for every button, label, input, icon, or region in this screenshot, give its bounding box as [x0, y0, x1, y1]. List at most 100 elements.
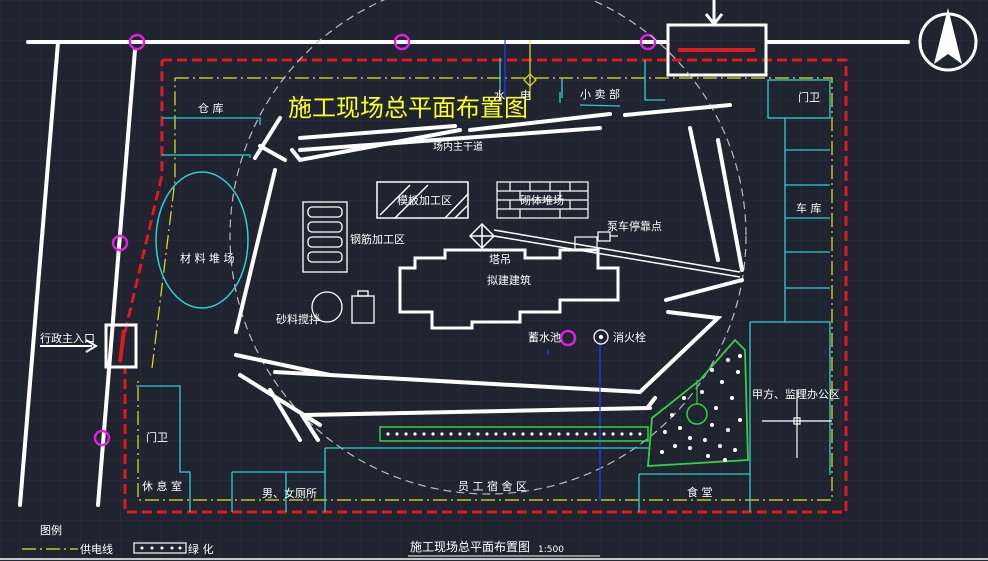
proposed-building	[398, 248, 620, 330]
road-markers	[93, 33, 657, 447]
greening-dot	[718, 444, 722, 448]
greening-dot	[710, 423, 714, 427]
cad-crosshair	[762, 390, 832, 458]
label-hydrant: 消火栓	[613, 330, 646, 344]
greening-dot	[733, 448, 737, 452]
greening-strip	[379, 426, 649, 442]
label-gate-top: 门卫	[798, 90, 820, 104]
north-compass	[918, 8, 978, 72]
cyan-structures	[136, 58, 831, 512]
inner-road-loop	[234, 103, 744, 442]
label-crane: 塔吊	[489, 253, 511, 266]
power-supply-line	[137, 77, 833, 501]
greening-dot	[726, 428, 730, 432]
material-yard-outline	[155, 171, 249, 309]
label-gate-bottom: 门卫	[146, 430, 168, 444]
label-power: 电	[520, 89, 531, 102]
label-main-road: 场内主干道	[433, 140, 483, 153]
label-toilet: 男、女厕所	[262, 486, 317, 500]
label-material-yard: 材 料 堆 场	[180, 251, 235, 265]
label-warehouse: 仓 库	[198, 101, 224, 115]
greening-dot	[395, 432, 399, 436]
legend-power-line: 供电线	[80, 542, 113, 556]
greening-dot	[422, 432, 426, 436]
legend: 图例 供电线 绿 化	[22, 523, 214, 556]
greening-dot	[706, 454, 710, 458]
label-masonry: 砌体堆场	[520, 193, 564, 207]
greening-dot	[700, 390, 704, 394]
greening-dot	[726, 358, 730, 362]
greening-dot	[673, 444, 677, 448]
greening-dot	[494, 432, 498, 436]
label-garage: 车 库	[796, 201, 822, 215]
greening-dot	[584, 432, 588, 436]
crane-radius-circle	[229, 0, 747, 495]
greening-dot	[413, 432, 417, 436]
greening-dot	[458, 432, 462, 436]
label-rest-room: 休 息 室	[142, 479, 182, 493]
mortar-mixer	[311, 290, 375, 324]
label-formwork: 模板加工区	[397, 193, 452, 207]
rebar-bins	[302, 201, 348, 273]
greening-dot	[404, 432, 408, 436]
label-office: 甲方、监理办公区	[752, 387, 840, 401]
greening-dot	[431, 432, 435, 436]
label-water: 水	[494, 89, 505, 102]
greening-dot	[476, 432, 480, 436]
greening-dot	[503, 432, 507, 436]
greening-dot	[386, 432, 390, 436]
greening-dot	[602, 432, 606, 436]
greening-dot	[467, 432, 471, 436]
bottom-caption: 施工现场总平面布置图	[410, 540, 530, 554]
label-pump-truck: 泵车停靠点	[607, 219, 662, 233]
greening-dot	[440, 432, 444, 436]
greening-dot	[593, 432, 597, 436]
greening-dot	[629, 432, 633, 436]
top-gate	[666, 0, 768, 77]
label-canteen: 食 堂	[687, 485, 713, 499]
greening-dot	[521, 432, 525, 436]
masonry-area	[496, 181, 589, 219]
greening-dot	[738, 354, 742, 358]
greening-dot	[539, 432, 543, 436]
outer-roads	[18, 40, 910, 507]
greening-dot	[682, 396, 686, 400]
greening-dot	[566, 432, 570, 436]
power-junction	[523, 40, 537, 100]
bottom-scale: 1:500	[538, 545, 564, 555]
label-admin-entrance: 行政主入口	[40, 331, 95, 345]
legend-title: 图例	[40, 523, 62, 537]
greening-dot	[730, 396, 734, 400]
greening-dot	[557, 432, 561, 436]
label-proposed-building: 拟建建筑	[487, 273, 531, 287]
greening-dot	[710, 368, 714, 372]
greening-dot	[638, 432, 642, 436]
water-supply-line	[504, 40, 601, 500]
greening-dot	[723, 458, 727, 462]
greening-dot	[530, 432, 534, 436]
drawing-title: 施工现场总平面布置图	[288, 94, 528, 122]
greening-dot	[703, 438, 707, 442]
greening-dot	[738, 418, 742, 422]
greening-dot	[548, 432, 552, 436]
greening-dot	[485, 432, 489, 436]
greening-dot	[449, 432, 453, 436]
label-mortar: 砂料搅拌	[276, 312, 320, 326]
greening-dot	[714, 406, 718, 410]
greening-dot	[611, 432, 615, 436]
formwork-area	[376, 181, 469, 219]
tower-crane-symbol	[468, 222, 741, 278]
admin-entrance-gate	[40, 323, 138, 369]
greening-dot	[720, 380, 724, 384]
greening-dot	[688, 446, 692, 450]
label-dormitory: 员 工 宿 舍 区	[458, 479, 527, 493]
greening-dot	[688, 436, 692, 440]
greening-dot	[670, 413, 674, 417]
label-shop: 小 卖 部	[580, 87, 620, 101]
garden-area	[647, 338, 749, 467]
greening-dot	[512, 432, 516, 436]
hydrant-symbol	[593, 329, 609, 345]
greening-dot	[736, 370, 740, 374]
greening-dot	[620, 432, 624, 436]
